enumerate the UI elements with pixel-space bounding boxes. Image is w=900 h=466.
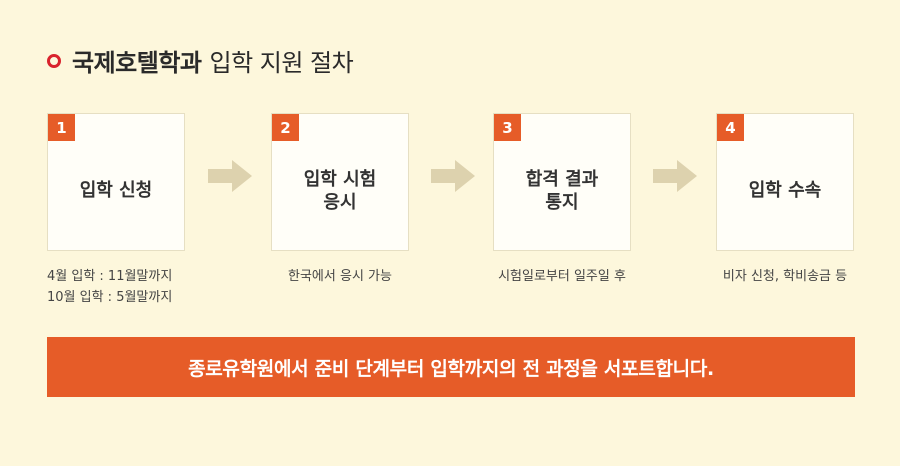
step-4-description: 비자 신청, 학비송금 등 [722,269,848,284]
title-normal: 입학 지원 절차 [209,48,354,77]
step-1-description: 4월 입학 : 11월말까지 10월 입학 : 5월말까지 [47,266,172,308]
arrow-right-icon [653,160,697,192]
step-number-badge: 3 [494,114,521,141]
title-strong: 국제호텔학과 [72,48,202,77]
description-line: 4월 입학 : 11월말까지 [47,269,173,284]
step-label: 합격 결과 통지 [525,168,599,213]
banner-text: 종로유학원에서 준비 단계부터 입학까지의 전 과정을 서포트합니다. [188,357,714,380]
step-number-badge: 2 [272,114,299,141]
step-card-3: 3 합격 결과 통지 [493,113,631,251]
step-3-description: 시험일로부터 일주일 후 [498,269,626,284]
description-line: 10월 입학 : 5월말까지 [47,290,173,305]
arrow-right-icon [208,160,252,192]
step-card-2: 2 입학 시험 응시 [271,113,409,251]
step-label: 입학 신청 [79,180,153,201]
arrow-right-icon [431,160,475,192]
step-card-1: 1 입학 신청 [47,113,185,251]
step-2-description: 한국에서 응시 가능 [288,269,392,284]
step-label: 입학 수속 [748,180,822,201]
support-banner: 종로유학원에서 준비 단계부터 입학까지의 전 과정을 서포트합니다. [47,337,855,397]
step-number-badge: 1 [48,114,75,141]
step-number-badge: 4 [717,114,744,141]
bullet-circle-icon [47,54,61,68]
step-label: 입학 시험 응시 [303,168,377,213]
step-card-4: 4 입학 수속 [716,113,854,251]
